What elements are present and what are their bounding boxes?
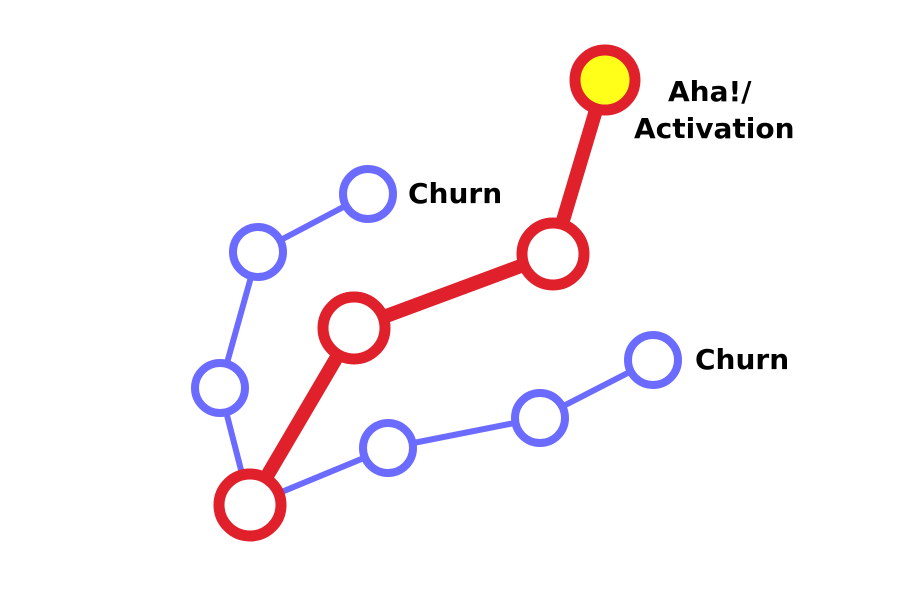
node-red-2 <box>516 217 590 291</box>
activation-label-line1: Aha!/ <box>668 75 752 108</box>
node-lower-3 <box>624 331 682 389</box>
lower-churn-path <box>247 357 656 508</box>
node-upper-1 <box>191 359 249 417</box>
node-lower-2 <box>511 389 569 447</box>
churn-nodes <box>191 165 682 477</box>
activation-nodes <box>213 217 590 542</box>
node-lower-1 <box>359 419 417 477</box>
node-upper-3 <box>339 165 397 223</box>
churn-label-lower: Churn <box>695 343 789 376</box>
node-start <box>213 468 287 542</box>
node-red-1 <box>317 291 391 365</box>
activation-label-line2: Activation <box>634 112 795 145</box>
goal-node <box>569 44 641 116</box>
churn-label-upper: Churn <box>408 177 502 210</box>
node-upper-2 <box>229 223 287 281</box>
